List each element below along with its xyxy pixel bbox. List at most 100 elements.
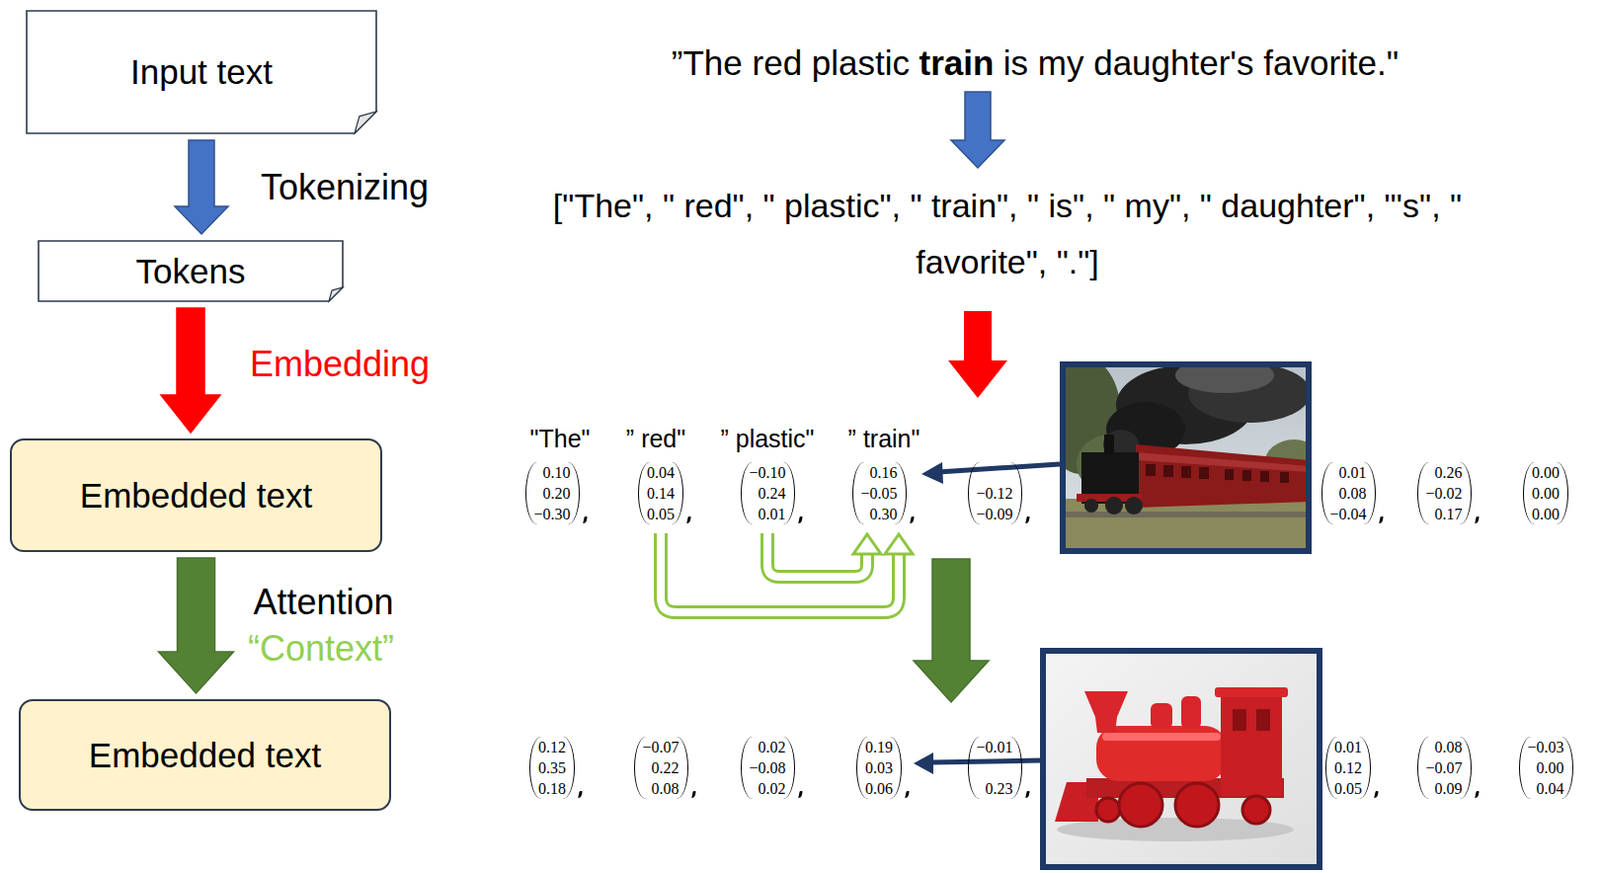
vector-entry: 0.16	[861, 462, 898, 483]
edge-label: Attention	[253, 581, 395, 624]
drawing-part	[1145, 464, 1289, 483]
sentence-text: is my daughter's favorite."	[1003, 41, 1399, 85]
pointer-head	[913, 752, 934, 775]
vector-entry: 0.02	[749, 778, 787, 800]
drawing-part	[1220, 693, 1282, 797]
vector-entry: −0.01	[976, 736, 1014, 758]
comma-mark	[582, 516, 587, 524]
comma-mark	[1025, 516, 1030, 524]
drawing-part	[1135, 452, 1309, 473]
vector-entry: 0.02	[749, 736, 787, 758]
vector-entry: −0.07	[1426, 757, 1463, 779]
context-label: “Context”	[247, 628, 395, 670]
drawing-part	[1042, 650, 1320, 868]
vector-entry: 0.00	[1531, 462, 1560, 483]
drawing-part	[1260, 471, 1270, 482]
vector-entry: 0.04	[646, 462, 675, 483]
drawing-part	[1175, 783, 1219, 827]
sentence-text: ”The red plastic	[671, 41, 910, 85]
drawing-part	[660, 533, 899, 613]
vector-entry: 0.00	[1527, 757, 1565, 779]
vector: −0.030.000.04	[1519, 736, 1574, 800]
document-outline	[26, 10, 377, 134]
vector-entry: 0.00	[1531, 482, 1560, 504]
drawing-part	[1214, 687, 1288, 698]
comma-mark	[1474, 516, 1479, 524]
vector-entry: 0.23	[976, 778, 1014, 800]
vector-entry: 0.06	[865, 778, 893, 800]
vector-entry: −0.08	[749, 757, 787, 779]
drawing-part	[1084, 691, 1128, 733]
drawing-part	[1084, 498, 1099, 513]
vector-gap	[976, 757, 1014, 779]
drawing-part	[1145, 464, 1156, 477]
drawing-part	[1119, 783, 1163, 827]
drawing-part	[1242, 470, 1252, 481]
drawing-part	[1150, 703, 1173, 729]
vector-entry: 0.05	[1334, 778, 1362, 800]
drawing-part	[1181, 696, 1201, 729]
drawing-part	[1175, 364, 1275, 394]
process-box: Embedded text	[18, 699, 392, 811]
vector-entry: 0.12	[1334, 757, 1362, 779]
pointer-line	[938, 464, 1060, 473]
vector-entry: −0.04	[1330, 503, 1367, 525]
vector: −0.12−0.09	[967, 462, 1023, 525]
drawing-part	[1062, 498, 1309, 552]
comma-mark	[577, 791, 582, 799]
comma-mark	[1474, 791, 1479, 799]
drawing-part	[1135, 444, 1309, 508]
vector-entry: 0.00	[1531, 503, 1560, 525]
token-label: ” train"	[848, 424, 921, 454]
edge-label: Embedding	[249, 343, 430, 386]
token-list: ["The", " red", " plastic", " train", " …	[533, 177, 1482, 291]
edge-label: Tokenizing	[260, 166, 429, 209]
comma-mark	[1378, 516, 1383, 524]
vector-entry: 0.17	[1426, 503, 1463, 525]
vector: 0.010.08−0.04	[1321, 462, 1376, 525]
comma-mark	[904, 791, 909, 799]
vector: −0.100.240.01	[740, 462, 796, 525]
vector: 0.08−0.070.09	[1417, 736, 1472, 800]
toy-train-photo	[1042, 650, 1320, 868]
document-fold	[328, 287, 343, 302]
drawing-part	[1096, 798, 1120, 822]
vector-entry: 0.04	[1527, 778, 1565, 800]
flow-arrow	[948, 311, 1008, 399]
drawing-part	[1124, 496, 1143, 515]
node-text: Tokens	[122, 251, 260, 292]
photo-frame	[1062, 364, 1309, 552]
comma-mark	[909, 516, 914, 524]
photo-frame	[1042, 650, 1320, 868]
drawing-part	[1199, 467, 1209, 480]
vector-entry: 0.24	[749, 482, 787, 504]
vector-entry: 0.30	[861, 503, 898, 525]
steam-train-photo	[1062, 364, 1309, 552]
vector-entry: 0.22	[642, 757, 680, 779]
vector: 0.16−0.050.30	[852, 462, 907, 525]
drawing-part	[1224, 469, 1234, 480]
vector: 0.100.20−0.30	[525, 462, 580, 525]
vector: −0.070.220.08	[634, 736, 689, 800]
context-arrows	[660, 533, 913, 613]
vector-entry: 0.08	[1426, 736, 1463, 758]
vector-entry: 0.18	[538, 778, 566, 800]
drawing-part	[884, 534, 913, 555]
vector-entry: −0.10	[749, 462, 787, 483]
vector-entry: 0.05	[646, 503, 675, 525]
comma-mark	[1373, 791, 1378, 799]
vector: 0.040.140.05	[638, 462, 684, 525]
drawing-part	[1062, 511, 1309, 518]
vector: −0.01 0.23	[967, 736, 1023, 800]
drawing-part	[1242, 796, 1271, 824]
drawing-part	[1096, 725, 1227, 782]
comma-mark	[798, 791, 802, 799]
drawing-part	[853, 534, 881, 555]
vector-entry: 0.19	[865, 736, 893, 758]
document-box: Input text	[25, 9, 378, 135]
pointer-head	[921, 462, 944, 484]
drawing-part	[1232, 709, 1247, 731]
drawing-part	[1181, 466, 1192, 479]
drawing-part	[1280, 472, 1289, 483]
vector-entry: −0.30	[534, 503, 571, 525]
